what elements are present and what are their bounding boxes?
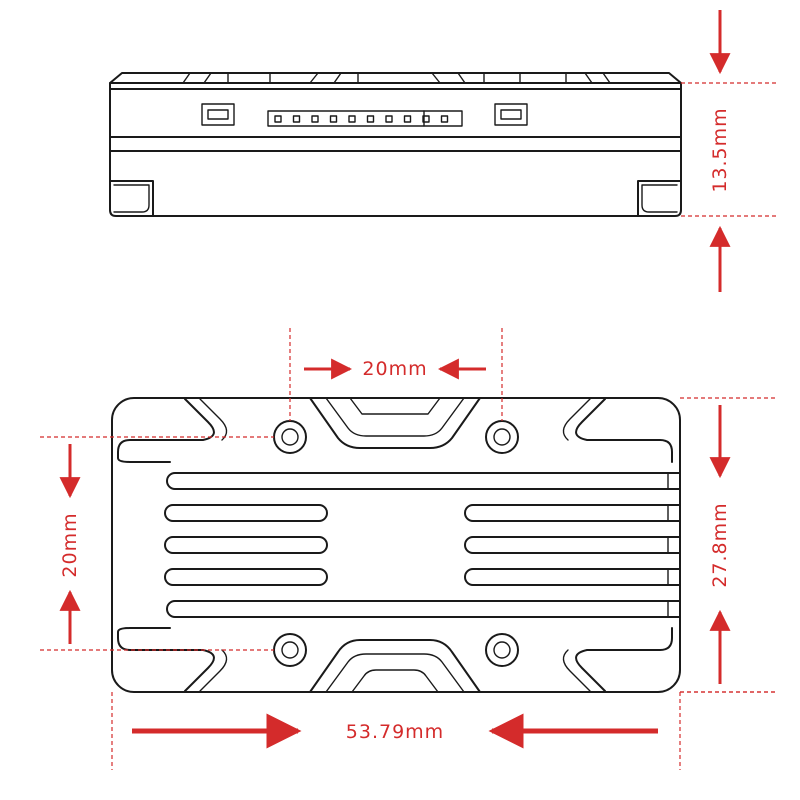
top-view-top-notch bbox=[309, 397, 481, 449]
dimension-label-hole-spacing-horizontal: 20mm bbox=[362, 358, 427, 380]
dimension-label-body-width: 53.79mm bbox=[346, 721, 444, 743]
pin-square bbox=[440, 115, 449, 123]
top-view-corner-bottom-left-inner bbox=[199, 649, 228, 692]
side-view-rail-notches bbox=[182, 72, 611, 84]
dimension-label-hole-spacing-vertical: 20mm bbox=[59, 512, 81, 577]
side-view-left-foot bbox=[109, 180, 154, 217]
side-view-body bbox=[109, 82, 682, 217]
pin-square bbox=[311, 115, 319, 123]
dimension-hole-spacing-vertical: 20mm bbox=[40, 436, 274, 651]
top-view-heatsink-fins bbox=[164, 472, 681, 618]
pin-square bbox=[403, 115, 412, 123]
side-view-pin-header bbox=[267, 110, 463, 127]
dimension-hole-spacing-horizontal: 20mm bbox=[289, 328, 503, 421]
top-view-corner-bottom-left bbox=[117, 627, 215, 692]
top-view bbox=[111, 397, 681, 693]
pin-square bbox=[366, 115, 375, 123]
top-view-mounting-hole-bottom-left bbox=[273, 633, 307, 667]
dimension-body-width: 53.79mm bbox=[111, 691, 778, 770]
top-view-mounting-hole-top-left bbox=[273, 420, 307, 454]
side-view-left-port bbox=[201, 103, 235, 126]
side-view-right-port bbox=[494, 103, 528, 126]
top-view-corner-top-left bbox=[117, 398, 215, 463]
top-view-mounting-hole-bottom-right bbox=[485, 633, 519, 667]
dimension-label-body-depth: 27.8mm bbox=[709, 502, 731, 587]
pin-square bbox=[292, 115, 301, 123]
pin-square bbox=[329, 115, 338, 123]
dimension-annotations: 13.5mm 20mm 20mm 27.8mm bbox=[40, 10, 778, 770]
top-view-bottom-notch bbox=[309, 639, 481, 693]
side-view bbox=[109, 72, 682, 217]
top-view-body bbox=[111, 397, 681, 693]
dimension-body-depth: 27.8mm bbox=[680, 397, 778, 693]
dimension-label-side-height: 13.5mm bbox=[709, 107, 731, 192]
top-view-corner-bottom-right-inner bbox=[562, 649, 591, 692]
top-view-corner-top-right bbox=[575, 398, 673, 463]
pin-square bbox=[422, 115, 430, 123]
side-view-right-foot bbox=[637, 180, 682, 217]
top-view-corner-top-left-inner bbox=[199, 398, 228, 441]
top-view-mounting-hole-top-right bbox=[485, 420, 519, 454]
top-view-corner-bottom-right bbox=[575, 627, 673, 692]
side-view-top-rail bbox=[109, 72, 682, 84]
dimension-side-height: 13.5mm bbox=[681, 10, 778, 292]
top-view-corner-top-right-inner bbox=[562, 398, 591, 441]
pin-square bbox=[274, 115, 282, 123]
pin-square bbox=[385, 115, 393, 123]
pin-square bbox=[348, 115, 356, 123]
